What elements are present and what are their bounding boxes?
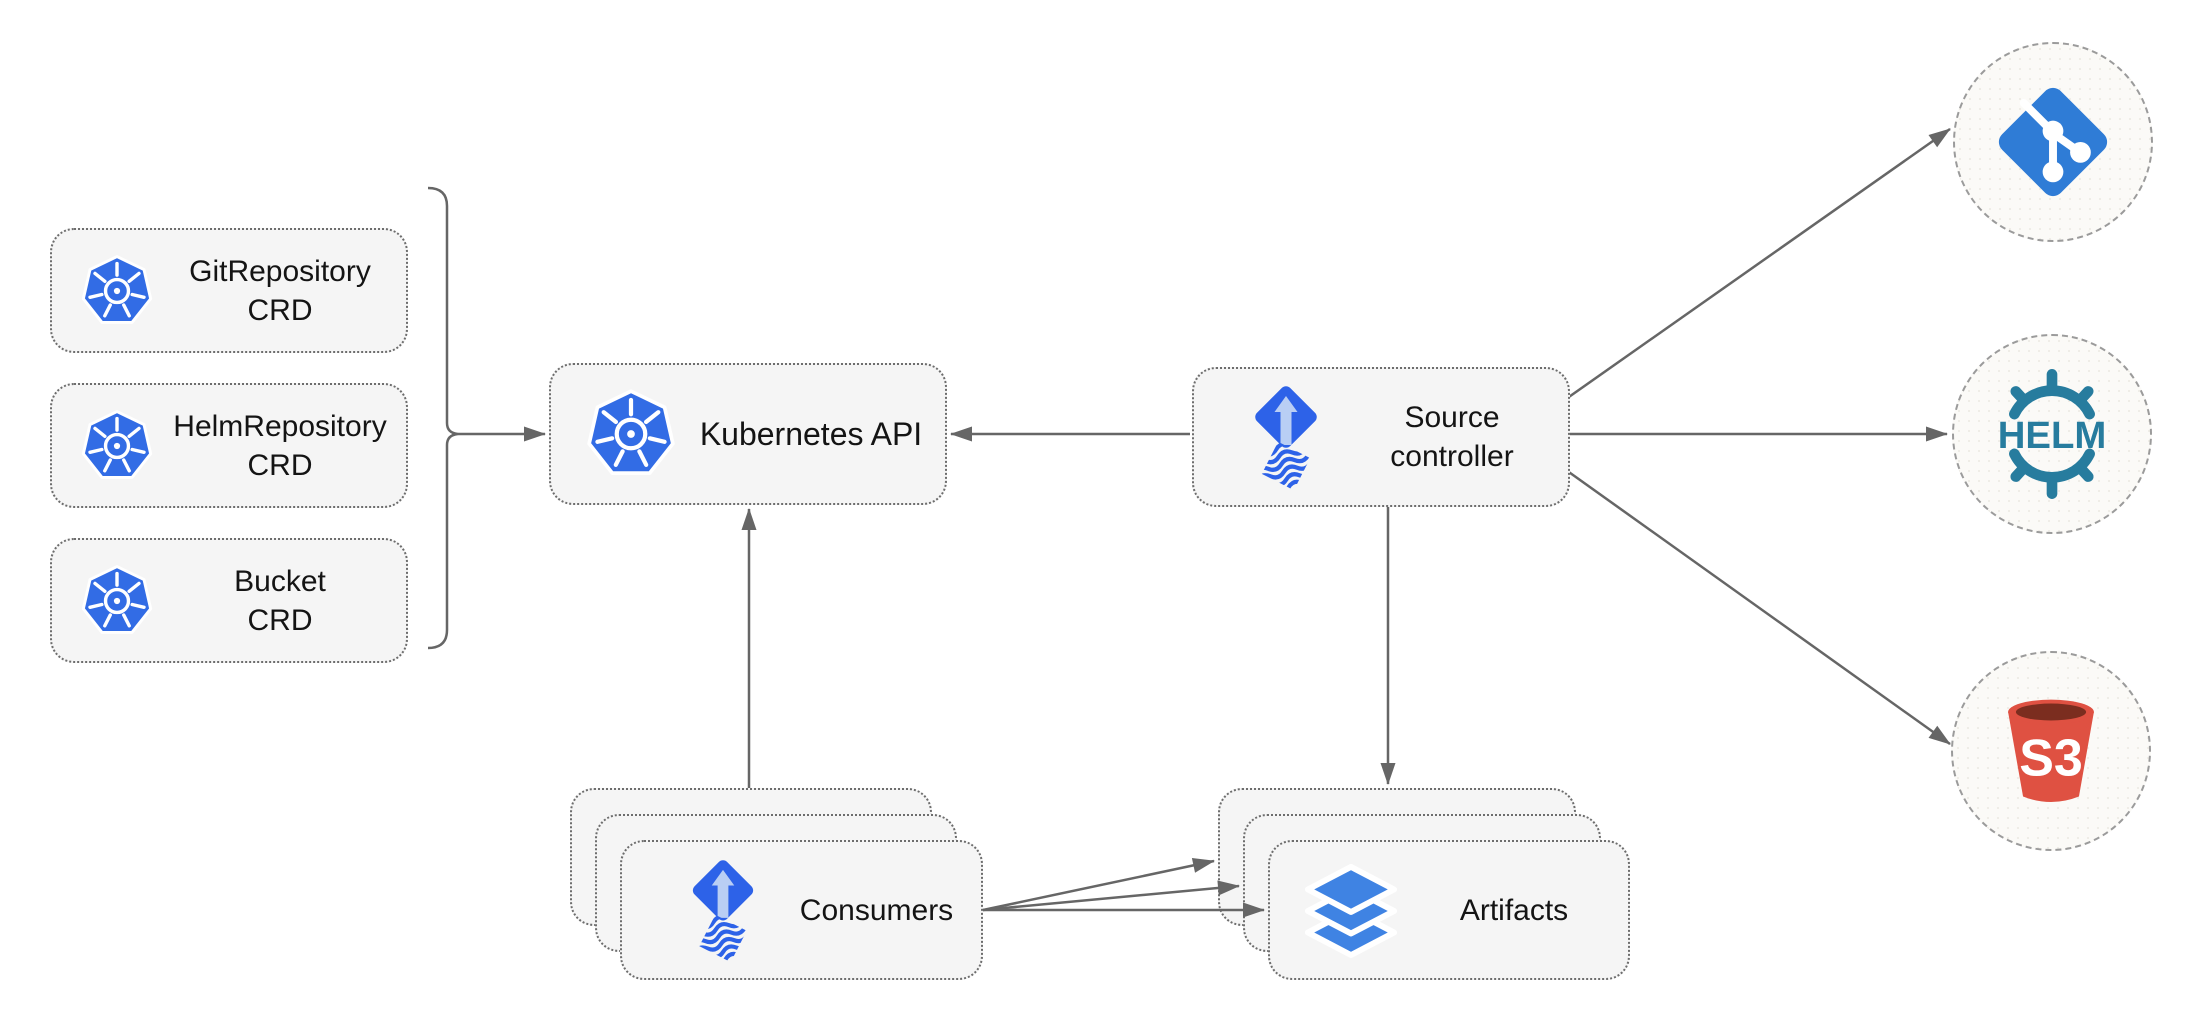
consumers-box: Consumers <box>620 840 983 980</box>
layers-icon <box>1302 861 1400 959</box>
artifacts-label: Artifacts <box>1459 893 1569 927</box>
source-controller-label: Source controller <box>1390 401 1514 473</box>
edge-consumers-to-artifacts-2 <box>982 880 1240 912</box>
edge-source-to-git <box>1565 127 1951 401</box>
git-icon <box>1992 81 2114 203</box>
kubernetes-api-label: Kubernetes API <box>699 415 923 452</box>
crd-box-bucket: Bucket CRD <box>50 538 408 663</box>
crd-box-label: Bucket CRD <box>234 564 326 637</box>
artifacts-box: Artifacts <box>1268 840 1630 980</box>
kubernetes-icon <box>80 254 154 328</box>
crd-box-gitrepository: GitRepository CRD <box>50 228 408 353</box>
crd-box-label: GitRepository CRD <box>189 254 371 327</box>
s3-bucket-circle <box>1951 651 2151 851</box>
s3-bucket-icon <box>1986 686 2116 816</box>
kubernetes-icon <box>80 564 154 638</box>
crd-box-helmrepository: HelmRepository CRD <box>50 383 408 508</box>
flux-icon <box>674 855 772 965</box>
flux-icon <box>1236 381 1336 493</box>
consumers-label: Consumers <box>799 893 954 927</box>
kubernetes-icon <box>585 388 677 480</box>
kubernetes-api-box: Kubernetes API <box>549 363 947 505</box>
helm-repository-circle <box>1952 334 2152 534</box>
crd-box-label: HelmRepository CRD <box>173 409 387 482</box>
edge-consumers-to-artifacts-1 <box>982 858 1215 912</box>
helm-icon <box>1981 363 2123 505</box>
kubernetes-icon <box>80 409 154 483</box>
edge-source-to-s3 <box>1565 468 1951 746</box>
git-repository-circle <box>1953 42 2153 242</box>
source-controller-box: Source controller <box>1192 367 1570 507</box>
crd-group-bracket <box>427 186 459 650</box>
